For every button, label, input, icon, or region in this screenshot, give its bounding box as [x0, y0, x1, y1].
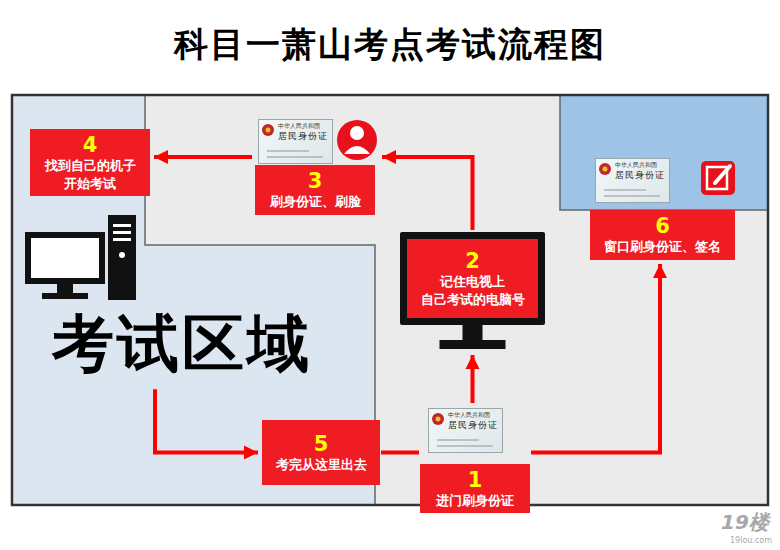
- id-card: 中华人民共和国居民身份证: [595, 158, 670, 203]
- tower: [108, 215, 136, 300]
- tower-slot: [113, 231, 131, 234]
- tower-slot: [113, 224, 131, 227]
- card-country: 中华人民共和国: [278, 123, 320, 129]
- card-title: 居民身份证: [448, 421, 498, 431]
- person-ring: [337, 120, 377, 160]
- card-emblem-center: [603, 167, 608, 172]
- card-title: 居民身份证: [615, 171, 665, 181]
- watermark: 19lou.com: [730, 537, 772, 545]
- step-number: 4: [83, 133, 98, 157]
- step-number: 1: [468, 468, 483, 492]
- red-panel: 1进门刷身份证: [420, 464, 530, 514]
- step-text: 进门刷身份证: [436, 492, 514, 510]
- card-line: [604, 195, 660, 197]
- card-emblem-center: [436, 417, 441, 422]
- card-line: [437, 445, 493, 447]
- flow-arrow: [381, 451, 419, 455]
- region-title: 考试区域: [52, 308, 312, 379]
- card-emblem-center: [266, 128, 271, 133]
- flow-arrow: [382, 157, 473, 230]
- monitor-screen: [407, 239, 538, 318]
- flow-arrow: [531, 264, 660, 453]
- edit-icon: [701, 161, 735, 195]
- monitor-frame: [25, 232, 105, 284]
- step-number: 2: [465, 249, 480, 273]
- step-number: 5: [314, 432, 329, 456]
- card-emblem: [262, 124, 274, 136]
- floor-gray: [12, 95, 768, 505]
- step-text: 记住电视上 自己考试的电脑号: [411, 273, 534, 308]
- card-title: 居民身份证: [278, 132, 328, 142]
- step-text: 考完从这里出去: [276, 456, 367, 474]
- red-panel: 3刷身份证、刷脸: [255, 165, 375, 215]
- red-panel: 5考完从这里出去: [262, 420, 380, 485]
- person-head: [350, 126, 364, 140]
- monitor-node: 2记住电视上 自己考试的电脑号: [400, 232, 545, 352]
- tower-slot: [113, 238, 131, 241]
- monitor-base: [42, 293, 88, 299]
- monitor-screen: [31, 238, 99, 278]
- window-area: [560, 95, 768, 210]
- step-box: 5考完从这里出去: [262, 420, 380, 485]
- monitor-screen-text: 2记住电视上 自己考试的电脑号: [407, 239, 538, 318]
- monitor-bezel: [400, 232, 545, 325]
- region-outline: [12, 95, 375, 505]
- card-line: [267, 156, 323, 158]
- step-number: 6: [655, 214, 670, 238]
- step-number: 3: [308, 169, 323, 193]
- id-card: 中华人民共和国居民身份证: [428, 408, 503, 453]
- red-panel: 4找到自己的机子 开始考试: [30, 129, 150, 196]
- floor-border: [12, 95, 768, 505]
- card-line: [437, 439, 479, 441]
- card-line: [267, 150, 309, 152]
- card-emblem: [432, 413, 444, 425]
- step-text: 刷身份证、刷脸: [270, 193, 361, 211]
- step-box: 4找到自己的机子 开始考试: [30, 130, 150, 195]
- card-line: [604, 189, 646, 191]
- diagram-title: 科目一萧山考点考试流程图: [0, 24, 780, 65]
- person-icon: [337, 120, 377, 160]
- red-panel: 6窗口刷身份证、签名: [590, 210, 735, 260]
- card-country: 中华人民共和国: [448, 412, 490, 418]
- edit-pencil: [715, 166, 730, 183]
- edit-frame: [701, 161, 735, 195]
- tower-button: [119, 252, 125, 258]
- watermark: 19楼: [721, 512, 769, 532]
- person-body: [344, 146, 370, 154]
- card-country: 中华人民共和国: [615, 162, 657, 168]
- card-emblem: [599, 163, 611, 175]
- id-card: 中华人民共和国居民身份证: [258, 119, 333, 164]
- monitor-neck: [57, 284, 73, 293]
- step-text: 找到自己的机子 开始考试: [35, 157, 145, 192]
- step-text: 窗口刷身份证、签名: [604, 238, 721, 256]
- monitor-neck: [463, 325, 483, 341]
- monitor-base: [440, 340, 506, 349]
- flow-arrow: [154, 155, 252, 159]
- flow-arrow: [471, 355, 475, 403]
- region-text-holder: 考试区域: [52, 308, 312, 379]
